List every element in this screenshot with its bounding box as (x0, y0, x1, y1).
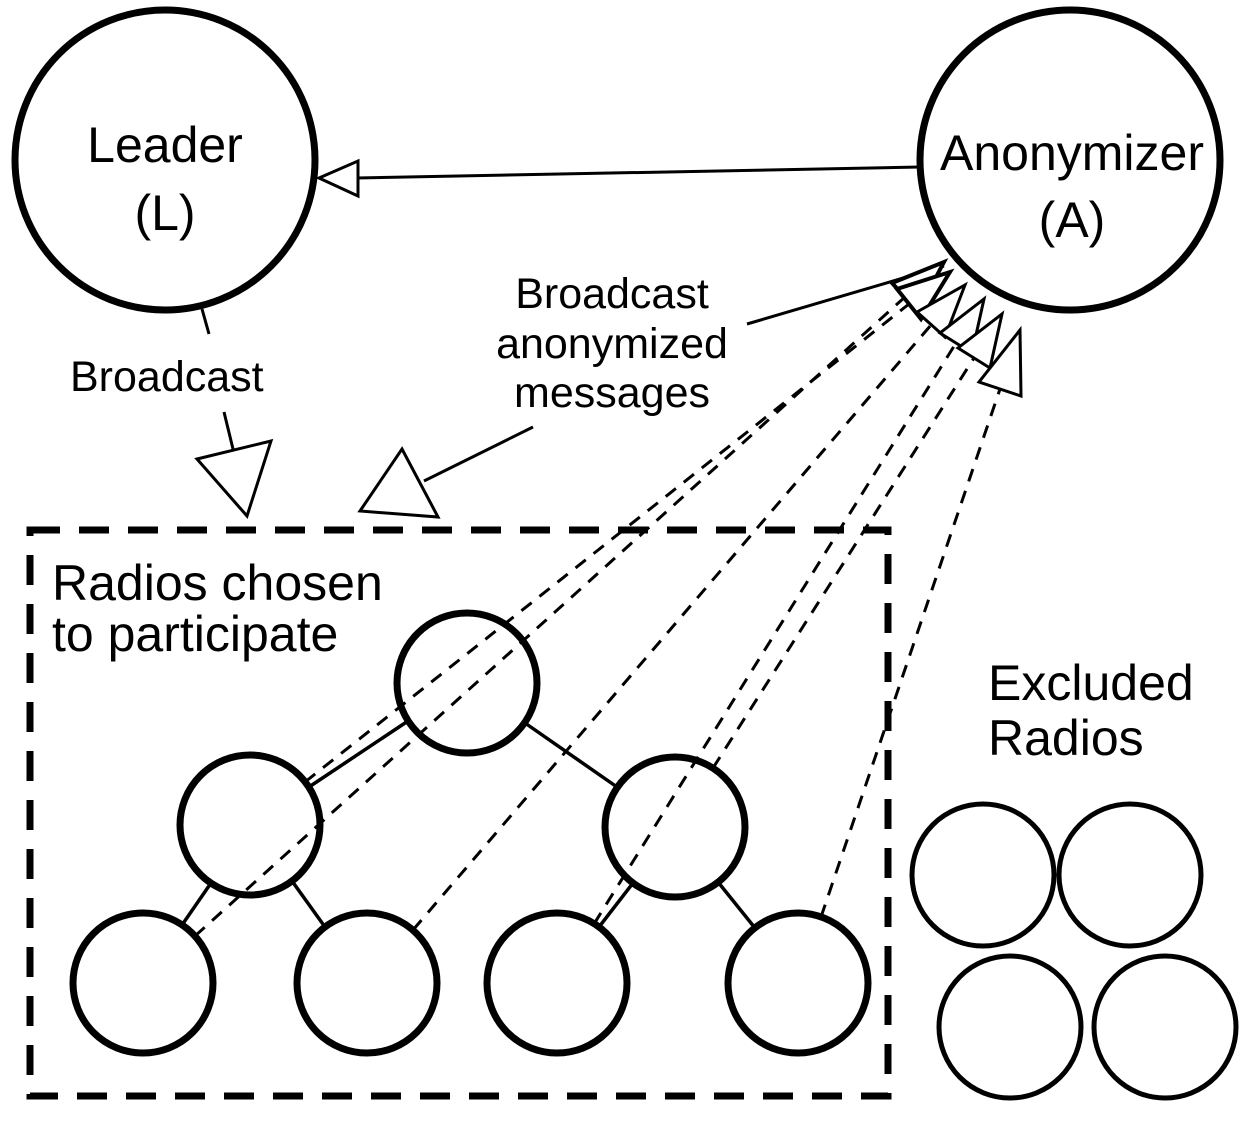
tree-edge-left-leaf2 (290, 879, 327, 929)
tree-edge-right-leaf4 (716, 880, 757, 930)
tree-leaf-node-3 (483, 909, 631, 1057)
tree-right-node (601, 753, 749, 901)
participants-box (26, 526, 892, 1100)
tree-root-node (393, 609, 541, 757)
tree-edge-left-leaf1 (180, 882, 213, 926)
excluded-radios-label-line2: Radios (988, 710, 1144, 766)
broadcast-label: Broadcast (70, 353, 264, 401)
broadcast-anonymized-label-line2: anonymized (496, 320, 728, 368)
broadcast-arrow-shaft (222, 411, 235, 450)
tree-edge-root-left (308, 719, 409, 789)
tree-edge-root-right (524, 721, 618, 789)
participants-box-label-line2: to participate (52, 606, 338, 662)
anonymizer-label-line2: (A) (1039, 192, 1106, 248)
excluded-radio-2 (1056, 801, 1204, 949)
participants-box-label-line1: Radios chosen (52, 555, 383, 611)
anonymizer-to-leader-line (356, 165, 921, 180)
dashed-message-line-leaf2 (411, 324, 933, 931)
tree-leaf-node-2 (293, 909, 441, 1057)
broadcast-anonymized-label-line3: messages (514, 369, 710, 417)
message-arrowhead-2-icon (893, 268, 955, 323)
tree-left-node (176, 751, 324, 899)
tree-edge-right-leaf3 (597, 881, 635, 929)
anonymized-arrowhead-icon (357, 446, 441, 519)
dashed-message-line-leaf3 (592, 342, 958, 925)
message-arrowhead-6-icon (976, 325, 1023, 399)
anonymizer-to-leader-arrowhead-icon (315, 158, 360, 199)
excluded-radio-1 (909, 801, 1057, 949)
broadcast-arrow-tick (200, 308, 211, 335)
broadcast-arrowhead-icon (194, 438, 274, 519)
leader-node (11, 6, 319, 314)
anonymizer-label-line1: Anonymizer (940, 125, 1204, 181)
broadcast-anonymized-label-line1: Broadcast (515, 270, 709, 318)
excluded-radios-label-line1: Excluded (988, 655, 1194, 711)
anonymizer-node (916, 6, 1224, 314)
dashed-message-line-leaf4 (819, 388, 1002, 918)
excluded-radio-3 (936, 953, 1084, 1101)
anonymized-arrow-shaft (423, 425, 534, 483)
tree-leaf-node-1 (69, 909, 217, 1057)
leader-label-line2: (L) (134, 185, 195, 241)
dashed-message-line-right-node (711, 357, 976, 769)
tree-leaf-node-4 (724, 909, 872, 1057)
excluded-radio-4 (1091, 953, 1239, 1101)
message-arrowhead-3-icon (914, 281, 968, 340)
message-arrowhead-5-icon (955, 310, 1005, 371)
leader-label-line1: Leader (87, 117, 243, 173)
